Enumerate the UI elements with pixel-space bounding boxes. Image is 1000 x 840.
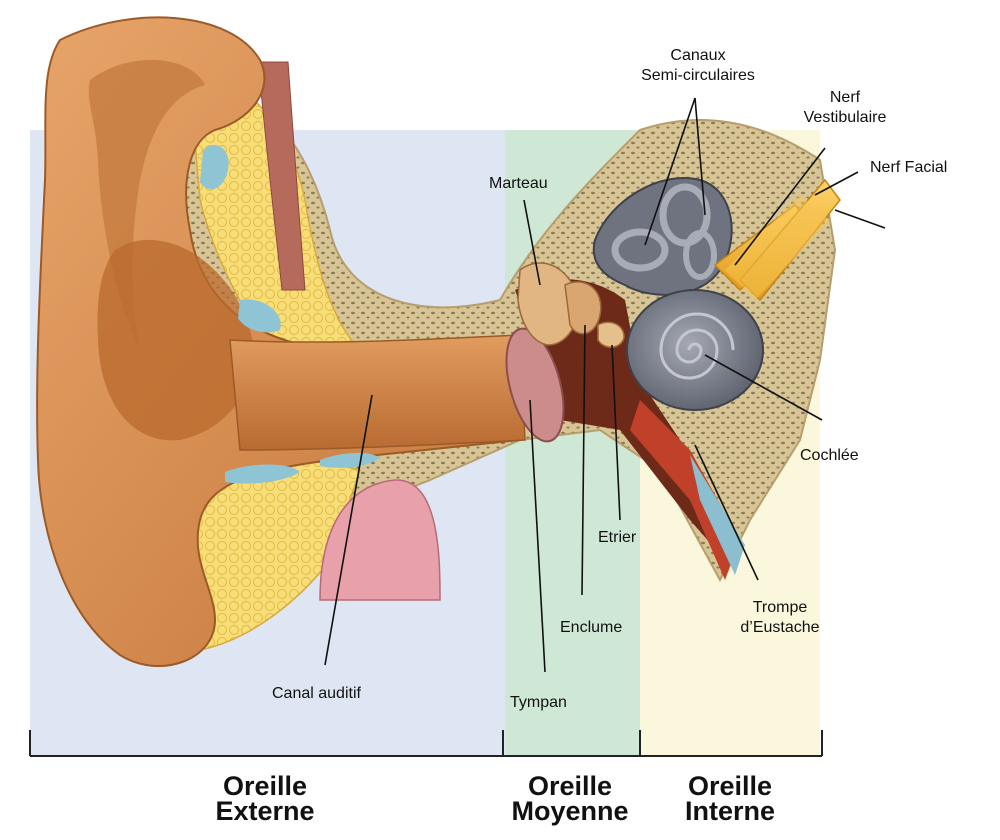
label-etrier: Etrier (598, 529, 637, 546)
leader-canal-auditif (324, 394, 373, 666)
leader-cochlee (704, 354, 823, 421)
blue-duct-4 (320, 452, 380, 468)
leader-canaux-1 (644, 97, 696, 246)
cochlea-spiral (659, 312, 735, 380)
label-canal-auditif: Canal auditif (272, 685, 361, 702)
label-nerf-facial: Nerf Facial (870, 159, 948, 176)
label-nerf-vest-line1: Nerf (829, 89, 861, 106)
label-nerf-vestibulaire: Nerf Vestibulaire (790, 88, 900, 128)
pink-gland (319, 479, 441, 601)
muscle-strip (257, 61, 306, 291)
section-brackets (29, 730, 823, 757)
leader-marteau (523, 199, 541, 286)
blue-duct-2 (238, 299, 281, 333)
blue-duct-3 (225, 464, 300, 484)
section-oreille-moyenne: Oreille Moyenne (490, 771, 650, 826)
section-interne-line1: Oreille (687, 771, 773, 801)
label-canaux-line2: Semi-circulaires (641, 67, 755, 84)
leader-nerf-facial-tail (834, 209, 886, 229)
tympanic-cavity (515, 279, 725, 560)
cochlea (626, 289, 764, 411)
label-trompe-line2: d’Eustache (740, 619, 820, 636)
leader-tympan (529, 399, 546, 673)
leader-trompe (694, 444, 759, 581)
eustachian-tube-lining (690, 455, 745, 575)
incus (564, 281, 602, 335)
leader-canaux-2 (694, 97, 706, 216)
leader-nerf-facial (814, 171, 859, 196)
section-oreille-interne: Oreille Interne (655, 771, 805, 826)
canal-loop-3 (683, 230, 717, 280)
section-interne-line2: Interne (684, 796, 776, 826)
section-externe-line1: Oreille (222, 771, 308, 801)
label-nerf-vest-line2: Vestibulaire (803, 109, 887, 126)
canal-loop-2 (611, 228, 669, 272)
label-cochlee: Cochlée (800, 447, 859, 464)
nerve-bundle (725, 195, 830, 300)
label-canaux-line1: Canaux (670, 47, 726, 64)
leader-enclume (581, 324, 586, 596)
leader-nerf-vestibulaire (734, 147, 826, 266)
canal-loop-1 (659, 183, 711, 247)
eustachian-tube (630, 400, 740, 580)
eardrum (505, 327, 565, 443)
concha (97, 239, 254, 441)
label-enclume: Enclume (560, 619, 623, 636)
label-trompe: Trompe d’Eustache (725, 598, 835, 638)
label-tympan: Tympan (510, 694, 567, 711)
section-moyenne-line2: Moyenne (511, 796, 629, 826)
leader-lines (324, 97, 886, 673)
label-canaux: Canaux Semi-circulaires (618, 46, 778, 86)
leader-etrier (611, 344, 621, 521)
label-trompe-line1: Trompe (752, 599, 808, 616)
section-oreille-externe: Oreille Externe (170, 771, 360, 826)
blue-duct-1 (200, 144, 229, 190)
section-externe-line2: Externe (215, 796, 315, 826)
stapes (597, 321, 625, 348)
ear-canal (229, 334, 526, 451)
label-marteau: Marteau (489, 175, 548, 192)
section-moyenne-line1: Oreille (527, 771, 613, 801)
